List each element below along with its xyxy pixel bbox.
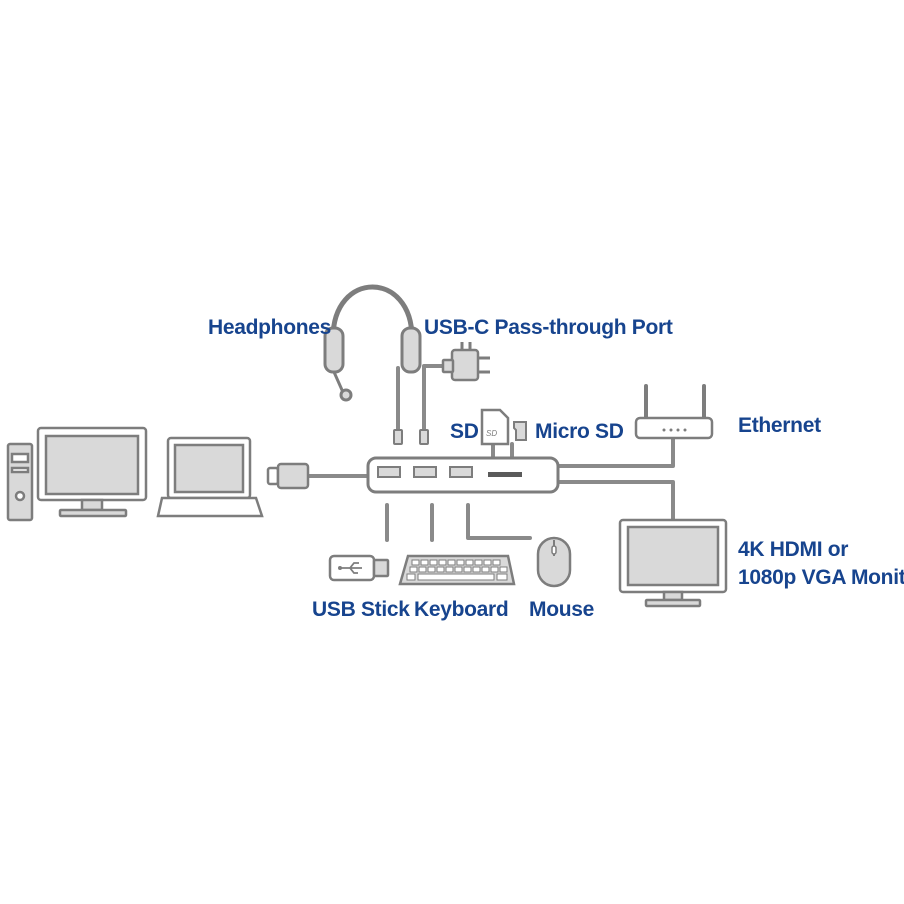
label-monitor-line1: 4K HDMI or	[738, 538, 848, 561]
sd-card-icon: SD	[480, 408, 510, 446]
usb-port-2	[413, 466, 437, 478]
cable-power-adapter	[422, 364, 445, 432]
power-adapter-icon	[419, 342, 490, 445]
router-icon	[634, 384, 714, 440]
usb-c-hub-icon	[366, 456, 560, 494]
monitor-icon	[618, 518, 728, 608]
usb-port-3	[449, 466, 473, 478]
cable-monitor	[554, 480, 675, 522]
usb-c-plug-icon	[266, 462, 310, 490]
card-slot	[488, 472, 522, 477]
cable-mouse	[466, 503, 532, 540]
keyboard-icon	[398, 554, 516, 586]
svg-text:SD: SD	[486, 429, 497, 438]
label-headphones: Headphones	[208, 316, 331, 339]
connection-lines	[304, 364, 675, 542]
label-sd: SD	[450, 420, 479, 443]
mouse-icon	[536, 536, 572, 588]
label-ethernet: Ethernet	[738, 414, 821, 437]
desktop-computer-icon	[6, 426, 148, 522]
usb-stick-icon	[328, 554, 390, 582]
laptop-icon	[156, 436, 264, 518]
label-mouse: Mouse	[529, 598, 594, 621]
labels: Headphones USB-C Pass-through Port SD Mi…	[208, 316, 904, 621]
usb-port-1	[377, 466, 401, 478]
label-monitor-line2: 1080p VGA Monitor	[738, 566, 904, 589]
headphones-icon	[323, 284, 422, 445]
label-keyboard: Keyboard	[414, 598, 508, 621]
label-micro-sd: Micro SD	[535, 420, 624, 443]
label-usb-c-passthrough: USB-C Pass-through Port	[424, 316, 673, 339]
cable-ethernet	[554, 435, 675, 468]
label-usb-stick: USB Stick	[312, 598, 410, 621]
micro-sd-card-icon	[513, 421, 527, 441]
